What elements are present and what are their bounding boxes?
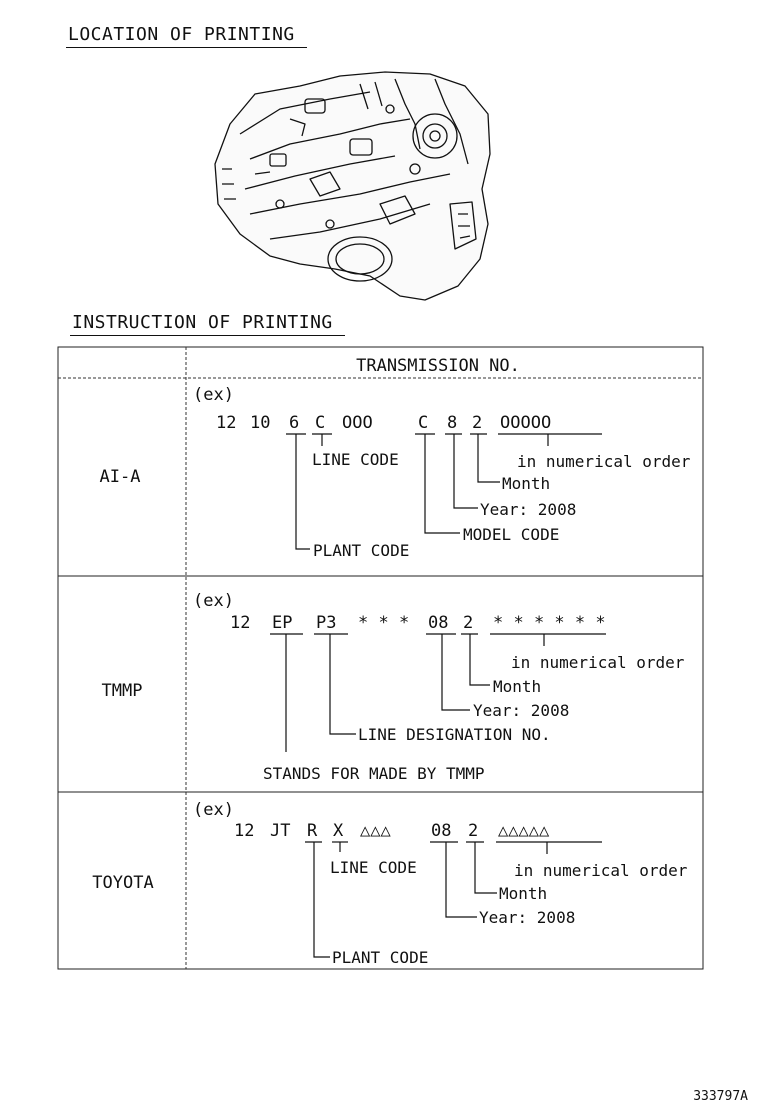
code-part: OOO: [342, 413, 373, 433]
location-title: LOCATION OF PRINTING: [66, 24, 307, 48]
code-part: P3: [316, 613, 336, 633]
code-part: C: [418, 413, 428, 433]
leader-lines-aia: [286, 433, 602, 550]
table-border: [57, 346, 704, 970]
plant-name-tmmp: TMMP: [102, 681, 143, 701]
example-label: (ex): [193, 385, 234, 405]
plant-name-aia: AI-A: [100, 467, 141, 487]
numerical-order-label: in numerical order: [514, 861, 688, 880]
table-header: TRANSMISSION NO.: [356, 356, 520, 376]
model-code-label: MODEL CODE: [463, 525, 559, 544]
code-part: 2: [463, 613, 473, 633]
code-part: JT: [270, 821, 290, 841]
line-code-label: LINE CODE: [312, 450, 399, 469]
code-part: OOOOO: [500, 413, 551, 433]
year-label: Year: 2008: [479, 908, 575, 927]
code-part: 10: [250, 413, 270, 433]
month-label: Month: [499, 884, 547, 903]
leader-lines-toyota: [305, 841, 602, 958]
line-designation-label: LINE DESIGNATION NO.: [358, 725, 551, 744]
year-label: Year: 2008: [480, 500, 576, 519]
code-aia: 12 10 6 C OOO C 8 2 OOOOO: [216, 413, 551, 433]
code-part: △△△: [360, 821, 391, 841]
numerical-order-label: in numerical order: [517, 452, 691, 471]
plant-code-label: PLANT CODE: [313, 541, 409, 560]
code-part: 2: [472, 413, 482, 433]
stands-for-label: STANDS FOR MADE BY TMMP: [263, 764, 485, 783]
code-part: * * * * * *: [493, 613, 606, 633]
code-part: * * *: [358, 613, 409, 633]
code-part: R: [307, 821, 318, 841]
month-label: Month: [493, 677, 541, 696]
plant-code-label: PLANT CODE: [332, 948, 428, 967]
reference-id: 333797A: [693, 1089, 748, 1104]
code-part: 12: [216, 413, 236, 433]
code-part: 08: [431, 821, 451, 841]
code-part: C: [315, 413, 325, 433]
code-tmmp: 12 EP P3 * * * 08 2 * * * * * *: [230, 613, 606, 633]
code-part: 8: [447, 413, 457, 433]
example-label: (ex): [193, 800, 234, 820]
month-label: Month: [502, 474, 550, 493]
code-part: 6: [289, 413, 299, 433]
year-label: Year: 2008: [473, 701, 569, 720]
code-part: △△△△△: [498, 821, 550, 841]
line-code-label: LINE CODE: [330, 858, 417, 877]
code-part: 2: [468, 821, 478, 841]
example-label: (ex): [193, 591, 234, 611]
transmission-illustration: [214, 71, 491, 301]
numerical-order-label: in numerical order: [511, 653, 685, 672]
code-part: EP: [272, 613, 292, 633]
code-toyota: 12 JT R X △△△ 08 2 △△△△△: [234, 821, 550, 841]
code-part: 08: [428, 613, 448, 633]
code-part: 12: [234, 821, 254, 841]
plant-name-toyota: TOYOTA: [92, 873, 153, 893]
instruction-title: INSTRUCTION OF PRINTING: [70, 312, 345, 336]
code-part: X: [333, 821, 344, 841]
code-part: 12: [230, 613, 250, 633]
leader-lines-tmmp: [270, 633, 606, 752]
